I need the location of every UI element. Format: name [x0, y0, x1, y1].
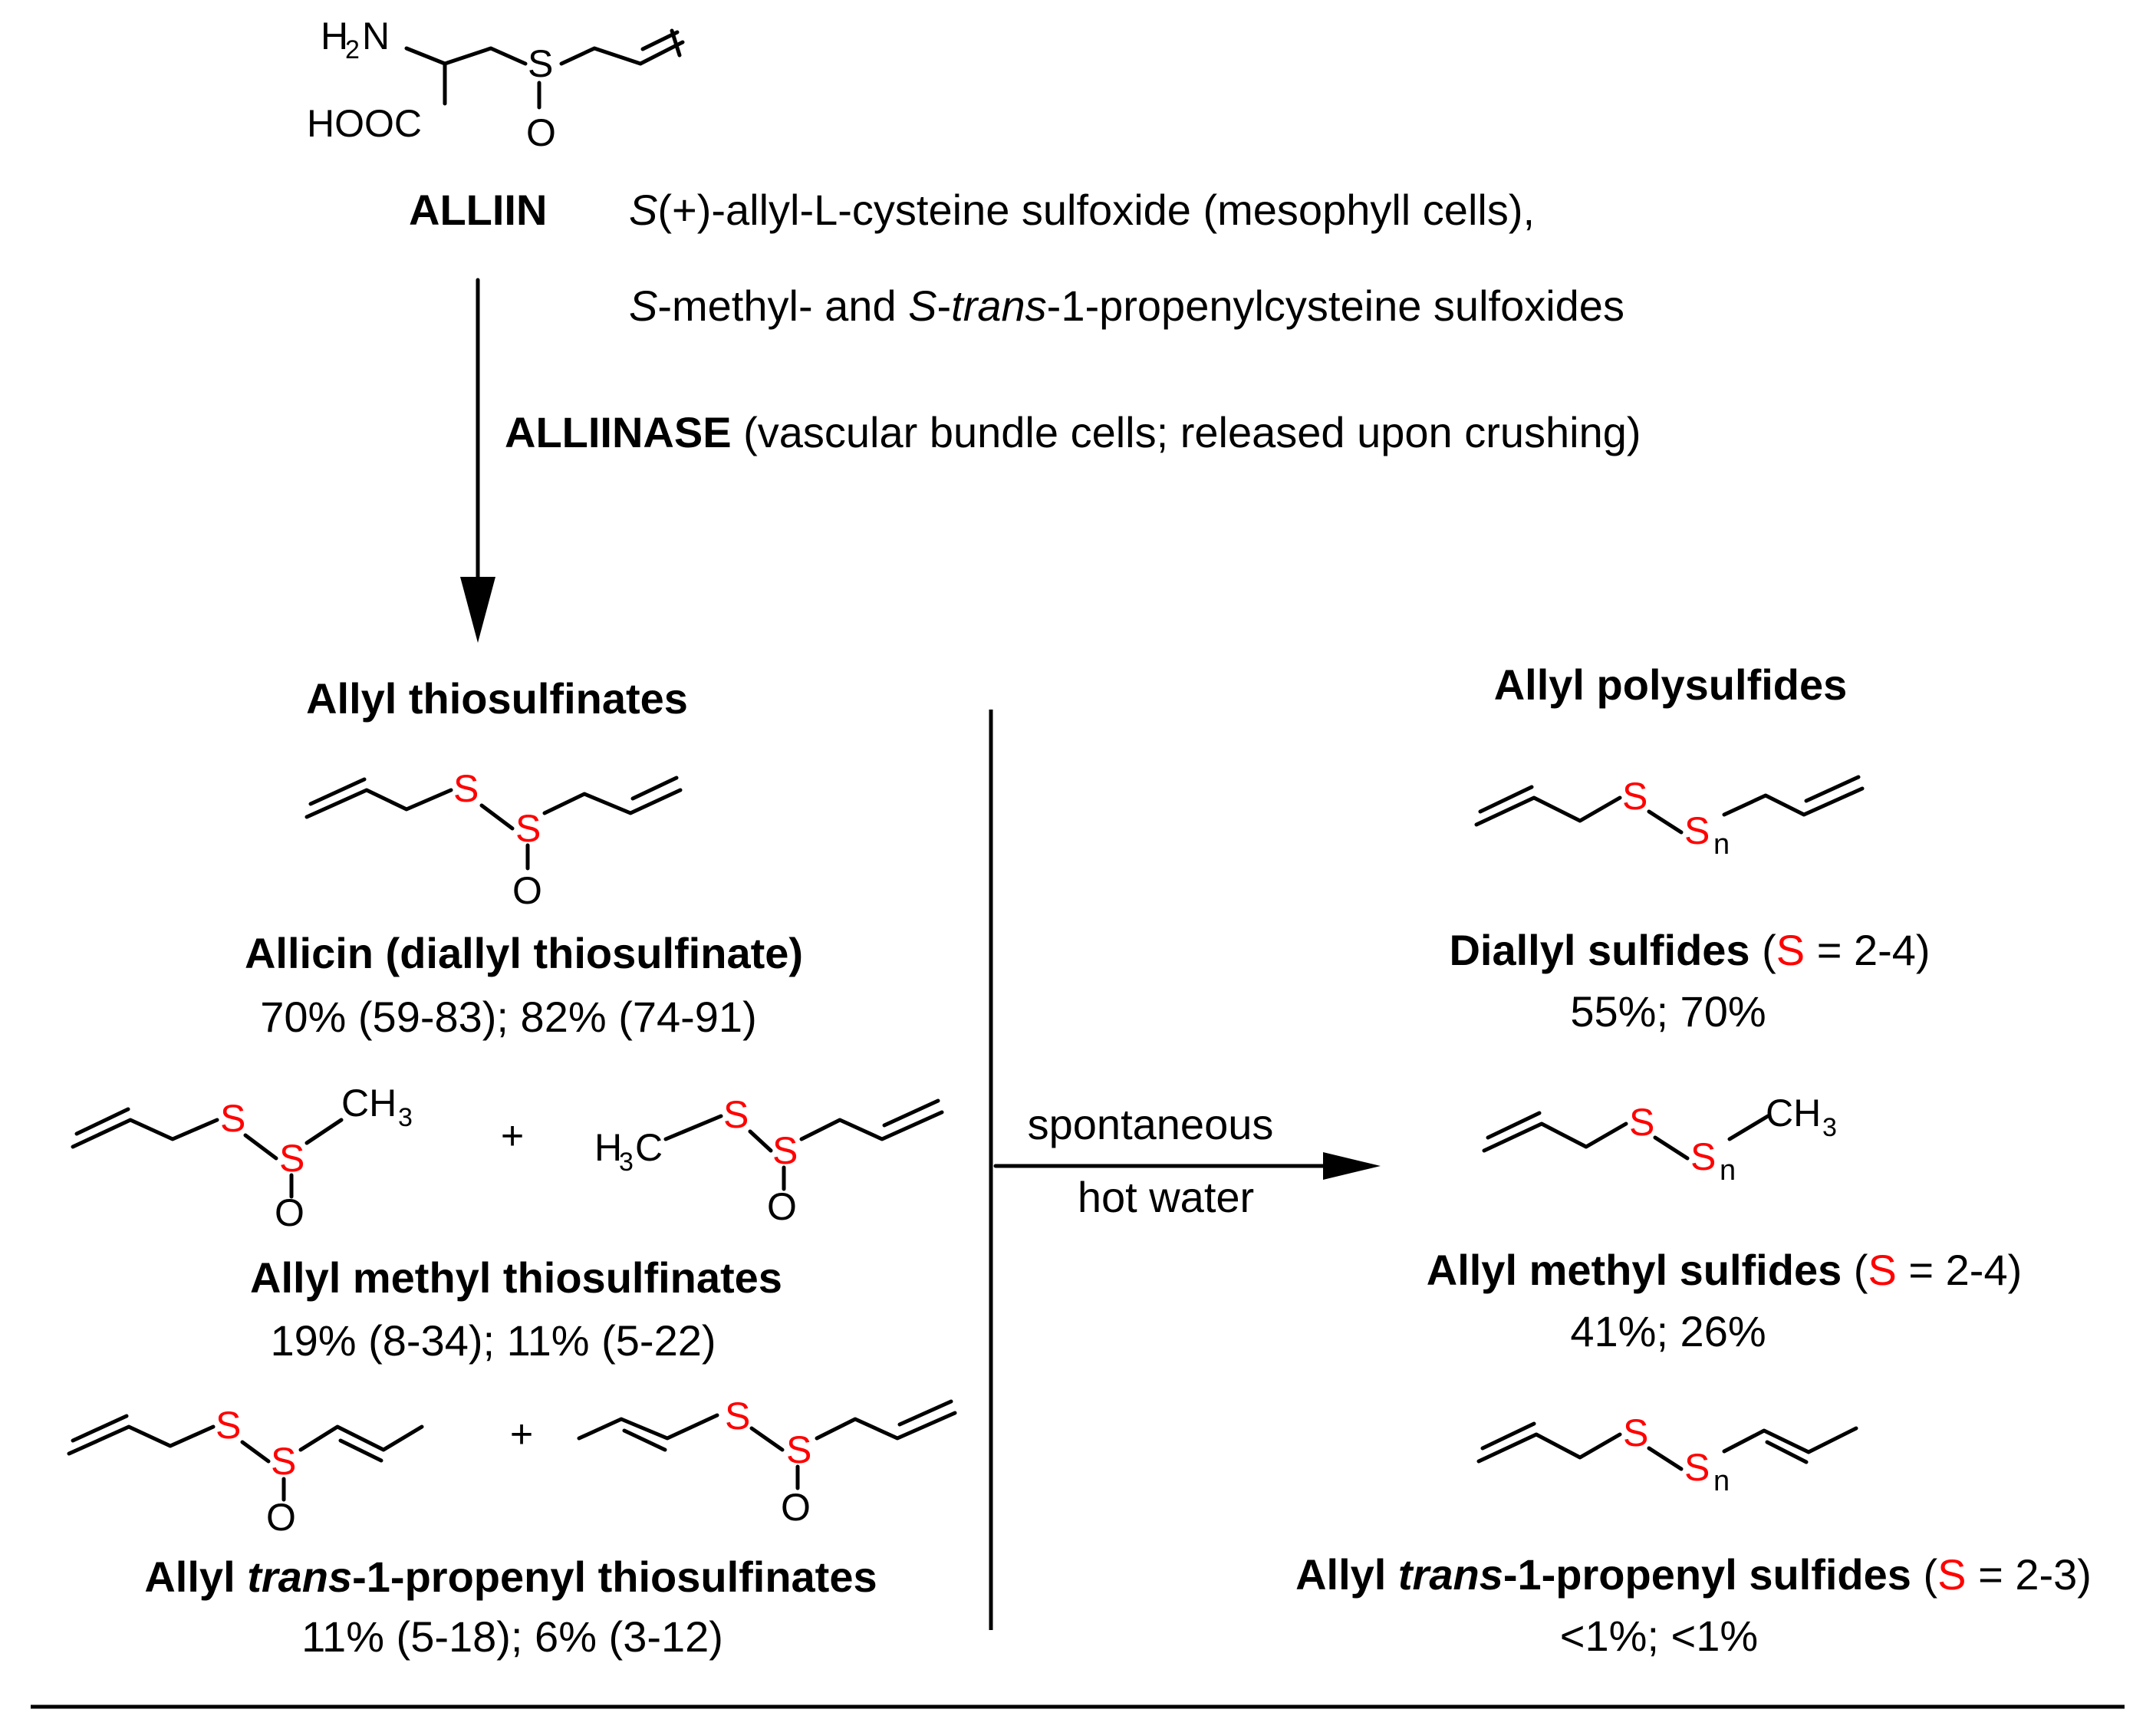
allyl-methyl-sulfide-atom-n: n	[1720, 1154, 1736, 1187]
thiosulfinates-heading: Allyl thiosulfinates	[306, 674, 688, 723]
allyl-methyl-thiosulfinate-a-structure: S S O CH 3	[71, 1082, 413, 1234]
allyl-propenyl-thiosulfinates-name: Allyl trans-1-propenyl thiosulfinates	[144, 1553, 877, 1601]
diallyl-sulfide-bonds	[1474, 786, 1865, 835]
allyl-propenyl-a-atom-s1: S	[216, 1404, 241, 1447]
diallyl-sulfide-atom-s1: S	[1622, 775, 1647, 818]
allyl-methyl-thiosulfinate-b-structure: H 3 C S S O	[594, 1093, 944, 1228]
allyl-propenyl-b-atom-o: O	[781, 1486, 811, 1529]
allyl-methyl-plus: +	[501, 1114, 524, 1158]
allicin-atom-s1: S	[453, 767, 479, 810]
alliin-label: ALLIIN	[409, 186, 547, 234]
allyl-methyl-a-atom-ch: CH	[341, 1082, 397, 1125]
allyl-propenyl-b-atom-s1: S	[725, 1395, 750, 1438]
alliin-atom-sub2: 2	[345, 35, 360, 64]
allyl-propenyl-thiosulfinate-a-structure: S S O	[67, 1404, 424, 1539]
alliin-structure: H 2 N HOOC S O	[307, 15, 685, 154]
conversion-condition-line1: spontaneous	[1028, 1100, 1274, 1148]
allyl-propenyl-sulfide-atom-s1: S	[1623, 1411, 1648, 1454]
allyl-propenyl-plus: +	[510, 1412, 533, 1457]
allyl-methyl-a-atom-s1: S	[220, 1097, 245, 1140]
allyl-methyl-b-atom-h: H	[594, 1126, 622, 1169]
alliin-description-line1: S(+)-allyl-L-cysteine sulfoxide (mesophy…	[629, 186, 1535, 234]
alliin-description-line2: S-methyl- and S-trans-1-propenylcysteine…	[629, 282, 1624, 330]
alliin-atom-h: H	[321, 15, 348, 58]
allyl-methyl-sulfides-name: Allyl methyl sulfides (S = 2-4)	[1427, 1246, 2022, 1294]
allyl-methyl-sulfide-structure: S S n CH 3	[1482, 1092, 1837, 1187]
diallyl-sulfide-structure: S S n	[1474, 775, 1865, 861]
allyl-propenyl-b-atom-s2: S	[786, 1428, 811, 1471]
alliin-atom-n: N	[362, 15, 390, 58]
allyl-propenyl-sulfide-bonds	[1476, 1426, 1858, 1471]
allyl-methyl-sulfide-atom-s2: S	[1690, 1135, 1716, 1178]
allyl-methyl-sulfides-yields: 41%; 26%	[1570, 1307, 1766, 1355]
allicin-name: Allicin (diallyl thiosulfinate)	[245, 929, 803, 977]
alliinase-arrow	[460, 278, 495, 643]
allyl-propenyl-a-bonds	[67, 1424, 424, 1502]
allyl-methyl-thiosulfinates-name: Allyl methyl thiosulfinates	[250, 1253, 782, 1302]
allyl-propenyl-sulfide-double-bonds	[1480, 1421, 1809, 1464]
diallyl-sulfides-name: Diallyl sulfides (S = 2-4)	[1449, 926, 1930, 974]
allicin-structure: S S O	[304, 767, 683, 912]
alliin-bonds	[404, 28, 685, 110]
allyl-methyl-a-double-bond	[74, 1107, 130, 1136]
alliinase-label: ALLIINASE (vascular bundle cells; releas…	[505, 408, 1641, 456]
allicin-double-bonds	[308, 776, 679, 806]
conversion-arrow	[993, 1152, 1381, 1180]
allyl-methyl-a-atom-sub3: 3	[398, 1103, 413, 1132]
allicin-bonds	[304, 788, 683, 871]
allyl-propenyl-sulfides-name: Allyl trans-1-propenyl sulfides (S = 2-3…	[1295, 1550, 2092, 1599]
allyl-propenyl-a-double-bonds	[71, 1414, 383, 1463]
allyl-propenyl-sulfide-structure: S S n	[1476, 1411, 1858, 1497]
allyl-propenyl-thiosulfinates-yields: 11% (5-18); 6% (3-12)	[301, 1612, 723, 1661]
allyl-methyl-thiosulfinates-yields: 19% (8-34); 11% (5-22)	[271, 1316, 716, 1365]
allyl-propenyl-b-bonds	[577, 1411, 957, 1490]
allyl-methyl-sulfide-atom-ch: CH	[1766, 1092, 1821, 1135]
allyl-methyl-sulfide-bonds	[1482, 1114, 1770, 1161]
allyl-methyl-b-atom-c: C	[635, 1126, 663, 1169]
allyl-methyl-a-atom-o: O	[275, 1191, 304, 1234]
alliin-double-bond	[640, 30, 680, 51]
allyl-methyl-sulfide-atom-sub3: 3	[1822, 1113, 1837, 1142]
diallyl-sulfide-atom-s2: S	[1684, 809, 1710, 852]
allyl-methyl-b-double-bond	[882, 1098, 940, 1128]
allyl-propenyl-thiosulfinate-b-structure: S S O	[577, 1395, 957, 1529]
diallyl-sulfides-yields: 55%; 70%	[1570, 987, 1766, 1036]
allyl-methyl-a-bonds	[71, 1118, 344, 1199]
allyl-propenyl-sulfide-atom-s2: S	[1684, 1446, 1710, 1489]
allyl-methyl-b-atom-s2: S	[772, 1129, 798, 1172]
allyl-propenyl-sulfides-yields: <1%; <1%	[1560, 1612, 1758, 1660]
allyl-methyl-sulfide-double-bond	[1486, 1111, 1542, 1140]
conversion-condition-line2: hot water	[1078, 1173, 1254, 1221]
allyl-propenyl-a-atom-s2: S	[271, 1440, 296, 1483]
alliin-atom-o: O	[526, 111, 556, 154]
allyl-methyl-a-atom-s2: S	[279, 1137, 304, 1180]
allyl-methyl-b-bonds	[663, 1110, 944, 1191]
polysulfides-heading: Allyl polysulfides	[1494, 660, 1848, 709]
allyl-methyl-b-atom-sub3: 3	[619, 1148, 634, 1177]
alliin-atom-s: S	[528, 42, 553, 85]
allicin-yields: 70% (59-83); 82% (74-91)	[260, 993, 756, 1041]
allyl-propenyl-a-atom-o: O	[266, 1496, 296, 1539]
diallyl-sulfide-atom-n: n	[1713, 828, 1730, 861]
allyl-propenyl-sulfide-atom-n: n	[1713, 1465, 1730, 1497]
diallyl-sulfide-double-bonds	[1478, 775, 1861, 814]
allicin-atom-s2: S	[515, 807, 541, 850]
allyl-methyl-b-atom-s1: S	[723, 1093, 749, 1136]
allyl-propenyl-b-double-bonds	[622, 1399, 953, 1452]
allicin-atom-o: O	[512, 869, 542, 912]
alliin-atom-hooc: HOOC	[307, 102, 422, 145]
allyl-methyl-b-atom-o: O	[767, 1185, 797, 1228]
allyl-methyl-sulfide-atom-s1: S	[1629, 1101, 1654, 1144]
